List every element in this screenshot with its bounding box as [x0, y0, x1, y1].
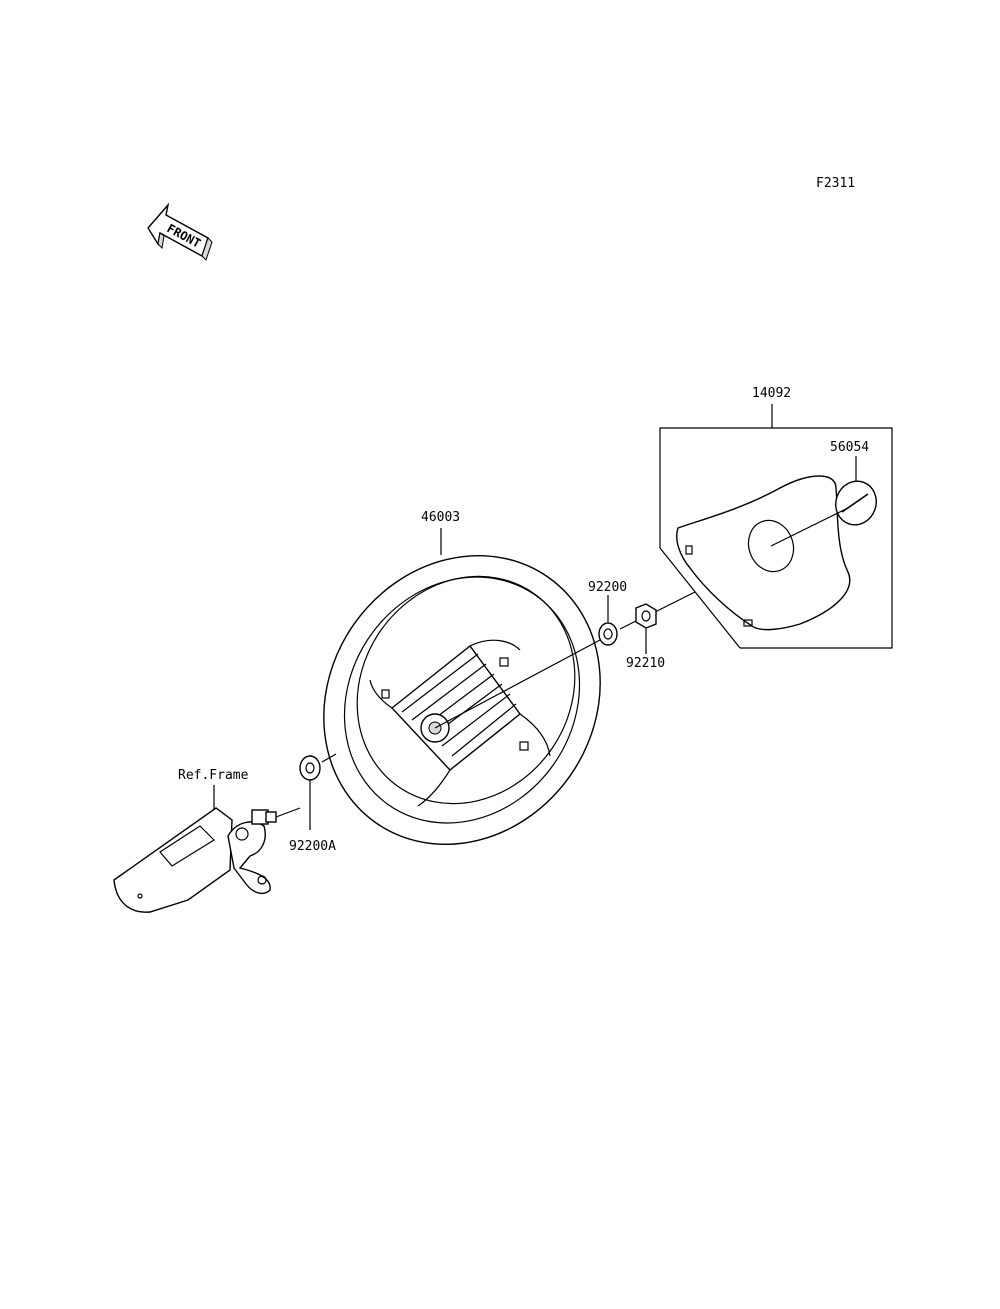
assembly-axis-line-3 — [654, 591, 696, 613]
frame-reference-part — [113, 785, 301, 913]
cover-assembly-bracket — [659, 404, 893, 649]
steering-wheel-label: 46003 — [421, 510, 461, 525]
figure-id-label: F2311 — [816, 176, 856, 191]
steering-cover-part — [676, 475, 851, 631]
assembly-axis-line — [434, 639, 601, 729]
assembly-axis-line-2 — [619, 620, 637, 630]
emblem-part — [770, 456, 877, 547]
steering-wheel-part — [323, 528, 601, 846]
washer-label: 92200 — [588, 580, 628, 595]
emblem-label: 56054 — [830, 440, 870, 455]
nut-part — [635, 603, 657, 654]
cover-assembly-label: 14092 — [752, 386, 792, 401]
washer-a-part — [299, 753, 337, 830]
front-arrow-icon: FRONT — [147, 202, 213, 261]
washer-part — [598, 595, 618, 646]
nut-label: 92210 — [626, 656, 666, 671]
washer-a-label: 92200A — [289, 839, 336, 854]
ref-frame-label: Ref.Frame — [178, 768, 249, 783]
